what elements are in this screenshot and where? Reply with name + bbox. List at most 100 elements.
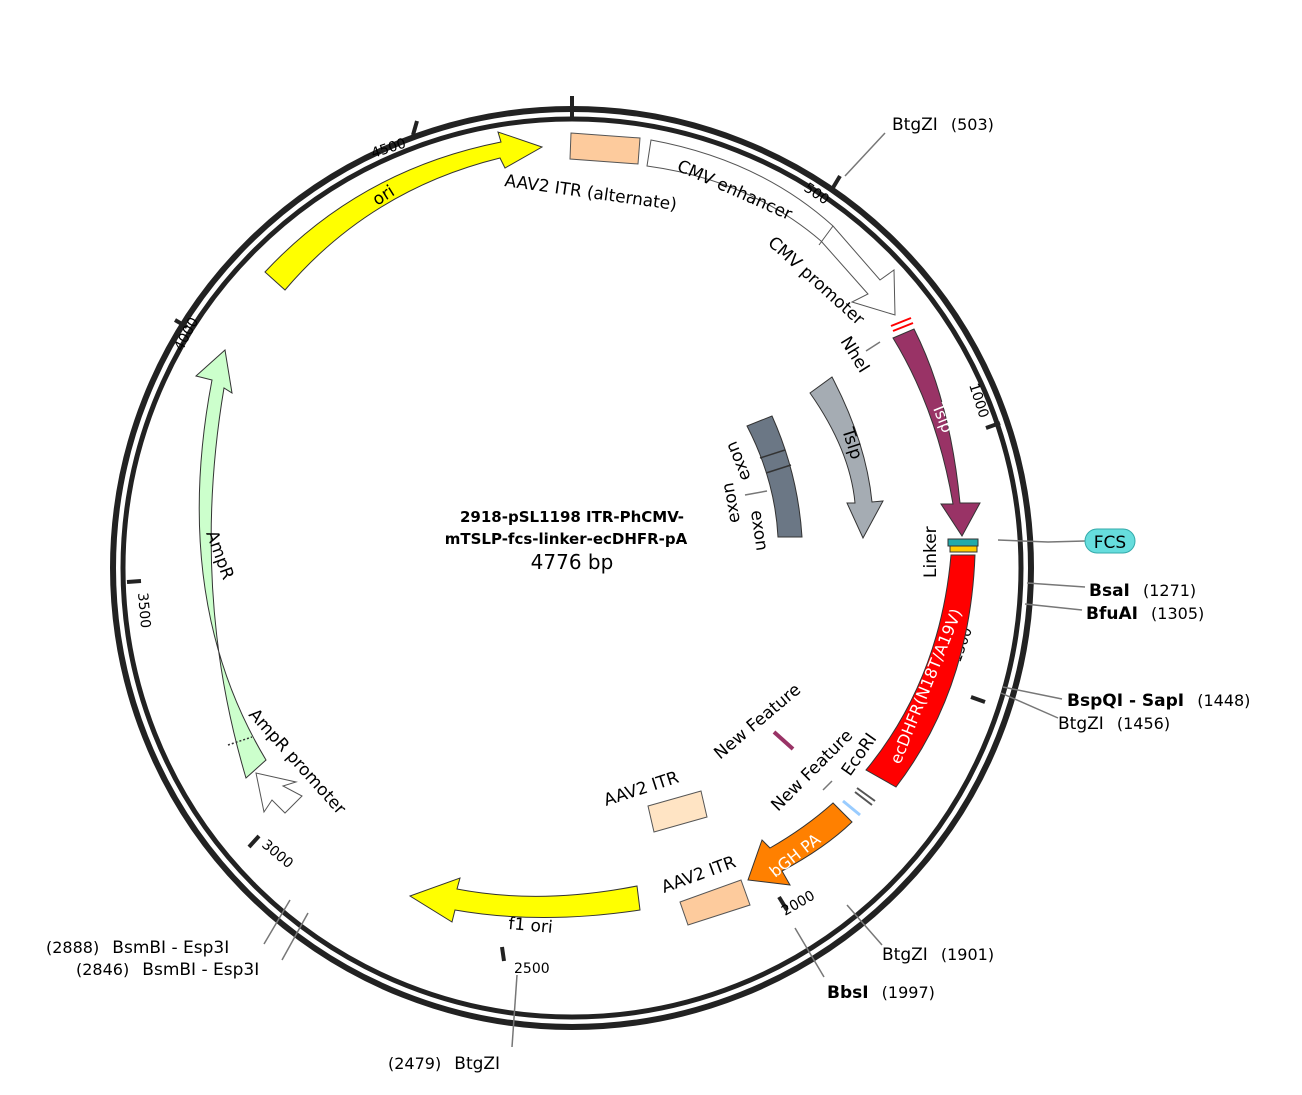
feature-ori[interactable] [264, 131, 544, 291]
site-position: (503) [951, 115, 994, 134]
ampr-dotted-divider [227, 736, 253, 746]
site-name: BtgZI [882, 945, 928, 965]
site-name: BtgZI [892, 115, 938, 135]
tick-label-3500: 3500 [134, 592, 153, 629]
tick-4500 [411, 120, 419, 136]
feature-tslp[interactable] [892, 328, 981, 537]
feature-ecdhfr[interactable] [865, 554, 976, 788]
feature-new-feature-blue[interactable] [842, 799, 861, 817]
feature-label-new-feature-1: New Feature [710, 680, 805, 764]
tick-label-3000: 3000 [258, 837, 296, 872]
cmv-divider [818, 225, 834, 246]
site-bspqi-sapi: BspQI - SapI (1448) [1067, 691, 1250, 711]
site-label-nhei: NheI [836, 333, 874, 377]
site-position: (2888) [46, 938, 99, 957]
tick-label-2000: 2000 [779, 888, 818, 920]
leader-bspqi [1002, 686, 1063, 700]
feature-label-tslp: Tslp [928, 399, 957, 435]
feature-exon-block[interactable] [746, 415, 803, 538]
nhei-marker-2 [892, 322, 914, 332]
site-name: BspQI - SapI [1067, 691, 1184, 711]
feature-new-feature-purple[interactable] [772, 730, 795, 751]
tick-1000 [985, 421, 1001, 430]
feature-aav2-itr-inner[interactable] [647, 790, 708, 833]
site-bsmbi-2888: (2888) BsmBI - Esp3I [46, 938, 229, 958]
fcs-leader [997, 539, 1086, 543]
leader-bsai [1026, 582, 1086, 588]
leader-btgzi-2479 [511, 974, 518, 1048]
tick-500 [829, 174, 842, 193]
site-name: BsaI [1089, 581, 1130, 601]
feature-ampr[interactable] [194, 349, 267, 779]
feature-label-cmv-promoter: CMV promoter [764, 233, 868, 330]
leader-btgzi-503 [844, 132, 886, 177]
site-position: (1271) [1143, 581, 1196, 600]
leader-btgzi-1901 [846, 904, 883, 946]
feature-ampr-promoter[interactable] [255, 772, 303, 814]
fcs-tag[interactable] [1084, 528, 1136, 554]
tick-label-1000: 1000 [965, 381, 991, 420]
feature-linker[interactable] [949, 545, 978, 553]
site-name: BbsI [827, 983, 869, 1003]
site-name: BsmBI - Esp3I [112, 938, 229, 958]
feature-aav2-itr-bottom[interactable] [679, 879, 751, 926]
site-btgzi-503: BtgZI (503) [892, 115, 994, 135]
tick-4000 [173, 318, 189, 329]
feature-fcs-band[interactable] [947, 538, 979, 547]
site-position: (1456) [1117, 714, 1170, 733]
tick-label-2500: 2500 [514, 961, 550, 977]
tick-3000 [247, 834, 261, 849]
feature-bgh-pa[interactable] [747, 802, 853, 886]
exon-leader [744, 490, 768, 496]
nhei-marker-1 [890, 317, 912, 327]
site-position: (1305) [1151, 604, 1204, 623]
feature-aav2-itr-alternate[interactable] [569, 132, 641, 165]
leader-bfuai [1024, 603, 1083, 611]
feature-label-ecdhfr: ecDHFR(N18T/A19V) [886, 606, 966, 767]
feature-tslp-inner[interactable] [809, 376, 884, 540]
site-btgzi-1456: BtgZI (1456) [1058, 714, 1170, 734]
leader-bsmbi-2846 [281, 912, 309, 961]
site-bbsi: BbsI (1997) [827, 983, 935, 1003]
fcs-tag-label: FCS [1094, 533, 1126, 553]
tick-2000 [777, 895, 789, 912]
site-position: (1901) [941, 945, 994, 964]
feature-label-exon-3: exon [746, 509, 771, 552]
exon-divider-2 [765, 464, 792, 474]
tick-marks [126, 96, 1001, 962]
plasmid-name-line1: 2918-pSL1198 ITR-PhCMV- [460, 508, 684, 526]
feature-label-exon-1: exon [722, 438, 756, 483]
feature-label-aav2-itr-alternate: AAV2 ITR (alternate) [503, 171, 678, 215]
ecori-marker-1 [856, 787, 876, 802]
ecori-marker-2 [854, 791, 873, 806]
site-bsai: BsaI (1271) [1089, 581, 1196, 601]
feature-label-exon-2: exon [718, 481, 745, 525]
feature-label-f1-ori: f1 ori [508, 914, 554, 938]
site-bfuai: BfuAI (1305) [1086, 604, 1204, 624]
leader-bsmbi-2888 [263, 899, 291, 945]
plasmid-length: 4776 bp [531, 550, 614, 574]
feature-cmv-enhancer-promoter[interactable] [646, 139, 896, 316]
feature-label-tslp-inner: Tslp [837, 424, 866, 462]
site-name: BtgZI [1058, 714, 1104, 734]
site-name: BtgZI [454, 1054, 500, 1074]
plasmid-title: 2918-pSL1198 ITR-PhCMV- mTSLP-fcs-linker… [445, 508, 688, 574]
feature-f1-ori[interactable] [408, 877, 641, 923]
nhei-leader [865, 341, 881, 352]
site-btgzi-2479: (2479) BtgZI [388, 1054, 500, 1074]
feature-label-linker: Linker [921, 526, 941, 578]
exon-divider-1 [759, 449, 786, 459]
tick-3500 [126, 579, 142, 584]
leader-btgzi-1456 [1000, 692, 1059, 719]
tick-2500 [500, 946, 506, 962]
site-position: (1997) [882, 983, 935, 1002]
plasmid-name-line2: mTSLP-fcs-linker-ecDHFR-pA [445, 530, 688, 548]
site-position: (2479) [388, 1054, 441, 1073]
restriction-sites: BtgZI (503) BsaI (1271) BfuAI (1305) Bsp… [46, 115, 1250, 1074]
site-position: (1448) [1197, 691, 1250, 710]
site-btgzi-1901: BtgZI (1901) [882, 945, 994, 965]
site-bsmbi-2846: (2846) BsmBI - Esp3I [76, 960, 259, 980]
tick-1500 [970, 695, 986, 704]
site-name: BsmBI - Esp3I [142, 960, 259, 980]
